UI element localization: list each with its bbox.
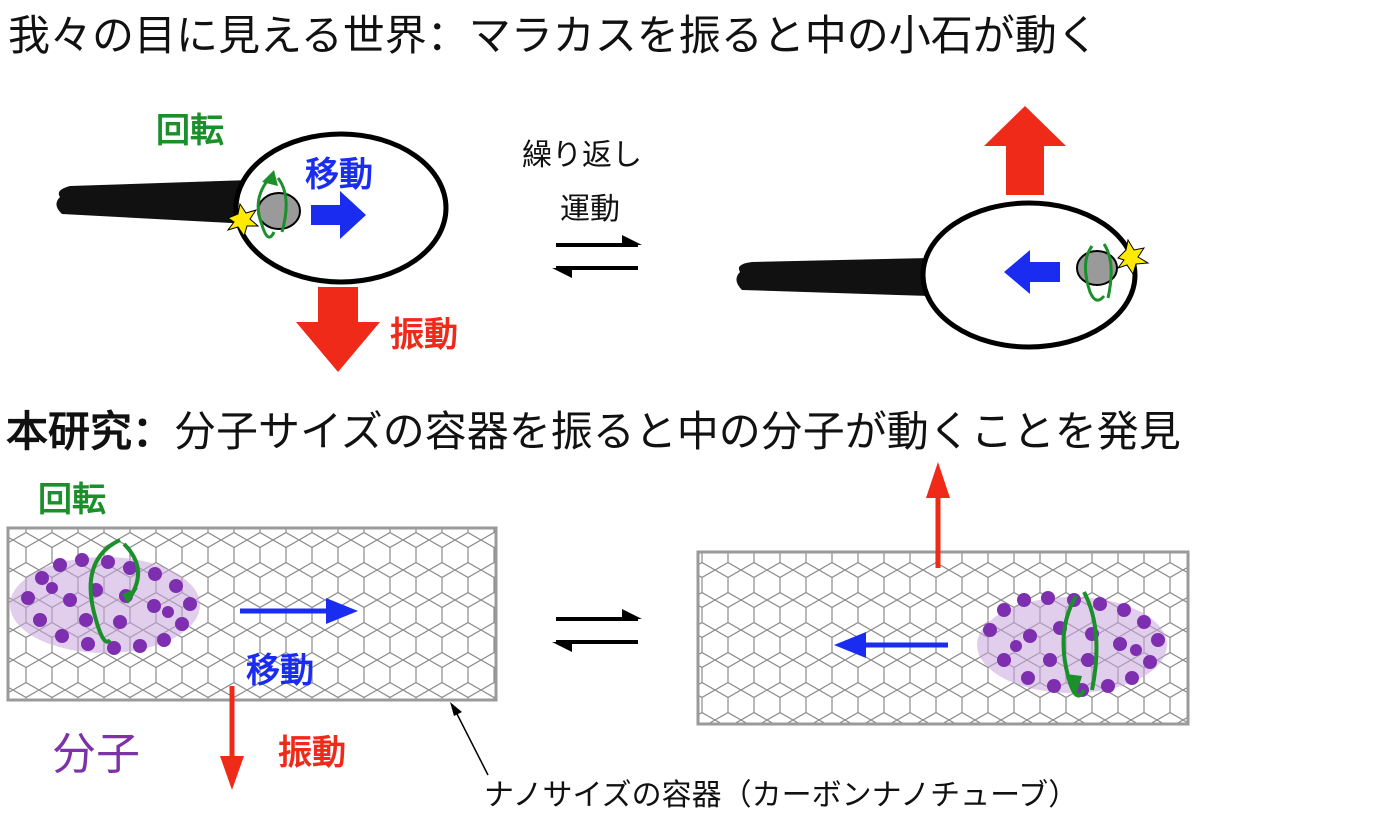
maracas-right [736,200,1150,350]
title-bold-part: 本研究： [6,407,175,456]
maracas-left [56,131,449,285]
vibration-down-arrow-icon [296,287,380,372]
maracas-right-spark-icon [1116,238,1150,276]
label-vibration-bottom: 振動 [278,733,346,773]
nanotube-left [6,526,498,702]
nanotube-left-rotation-arrowhead-icon [122,588,138,604]
label-motion: 運動 [560,192,620,227]
maracas-right-handle [736,258,930,296]
nanotube-vibration-down-arrowhead-icon [220,756,244,790]
nanotube-left-wall [6,526,498,702]
nanotube-left-move-arrowhead-icon [326,598,358,624]
nanotube-right-move-arrowhead-icon [834,632,866,658]
nanotube-right-rotation-arrowhead-icon [1066,674,1082,696]
label-movement-bottom: 移動 [246,651,314,691]
maracas-right-move-arrow-icon [1004,250,1060,294]
nanotube-right [696,550,1190,726]
maracas-left-rotation-icon [256,177,288,239]
maracas-right-rotation-icon [1084,243,1113,302]
container-pointer-arrowhead-icon [450,702,462,716]
label-molecule: 分子 [52,729,140,780]
maracas-left-spark-icon [226,202,260,238]
label-movement-top: 移動 [305,155,373,195]
title-rest-part: 分子サイズの容器を振ると中の分子が動くことを発見 [174,407,1181,456]
container-pointer-line [455,711,489,776]
nanotube-vibration-up-arrowhead-icon [926,462,950,498]
label-rotation-bottom: 回転 [38,480,106,520]
label-rotation-top: 回転 [156,111,224,151]
maracas-left-handle [56,180,250,224]
caption-nano-container: ナノサイズの容器（カーボンナノチューブ） [484,778,1079,813]
label-vibration-top: 振動 [390,315,458,355]
vibration-up-arrow-icon [984,106,1066,195]
maracas-left-rotation-arrowhead-icon [262,170,278,186]
maracas-left-pebble [257,192,301,230]
equilibrium-arrows-bottom-icon [552,609,642,652]
molecule-left [10,553,200,655]
maracas-left-move-arrow-icon [311,191,366,239]
title-this-research: 本研究：分子サイズの容器を振ると中の分子が動くことを発見 [6,398,1181,459]
title-macro-world: 我々の目に見える世界：マラカスを振ると中の小石が動く [8,11,1099,60]
equilibrium-arrows-top-icon [552,235,642,278]
label-repeat: 繰り返し [522,138,642,173]
